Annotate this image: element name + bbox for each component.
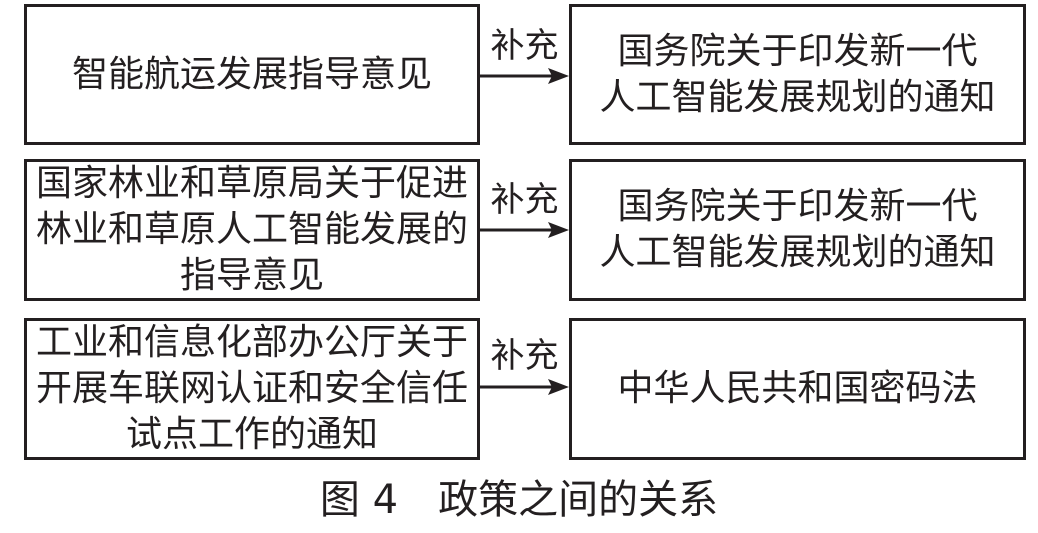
policy-box-label: 智能航运发展指导意见: [71, 53, 432, 95]
policy-box-vehicle-network-pilot: 工业和信息化部办公厅关于 开展车联网认证和安全信任 试点工作的通知: [24, 318, 480, 460]
policy-box-ai-development-plan: 国务院关于印发新一代 人工智能发展规划的通知: [569, 159, 1026, 301]
policy-box-label: 工业和信息化部办公厅关于 开展车联网认证和安全信任 试点工作的通知: [35, 322, 468, 455]
arrow-right-icon: [480, 68, 569, 84]
policy-box-smart-shipping: 智能航运发展指导意见: [24, 4, 480, 145]
policy-box-label: 国家林业和草原局关于促进 林业和草原人工智能发展的 指导意见: [35, 163, 468, 296]
policy-box-label: 中华人民共和国密码法: [617, 368, 978, 409]
policy-box-label: 国务院关于印发新一代 人工智能发展规划的通知: [599, 186, 996, 273]
relation-label: 补充: [490, 180, 559, 220]
relation-label: 补充: [490, 26, 559, 66]
policy-box-ai-development-plan: 国务院关于印发新一代 人工智能发展规划的通知: [569, 4, 1026, 145]
arrow-right-icon: [480, 222, 569, 238]
arrow-right-icon: [480, 379, 569, 395]
policy-box-cryptography-law: 中华人民共和国密码法: [569, 318, 1026, 460]
relation-label: 补充: [490, 336, 559, 376]
figure-caption: 图 4 政策之间的关系: [319, 477, 719, 523]
policy-box-forestry-ai: 国家林业和草原局关于促进 林业和草原人工智能发展的 指导意见: [24, 159, 480, 301]
policy-box-label: 国务院关于印发新一代 人工智能发展规划的通知: [599, 30, 996, 118]
